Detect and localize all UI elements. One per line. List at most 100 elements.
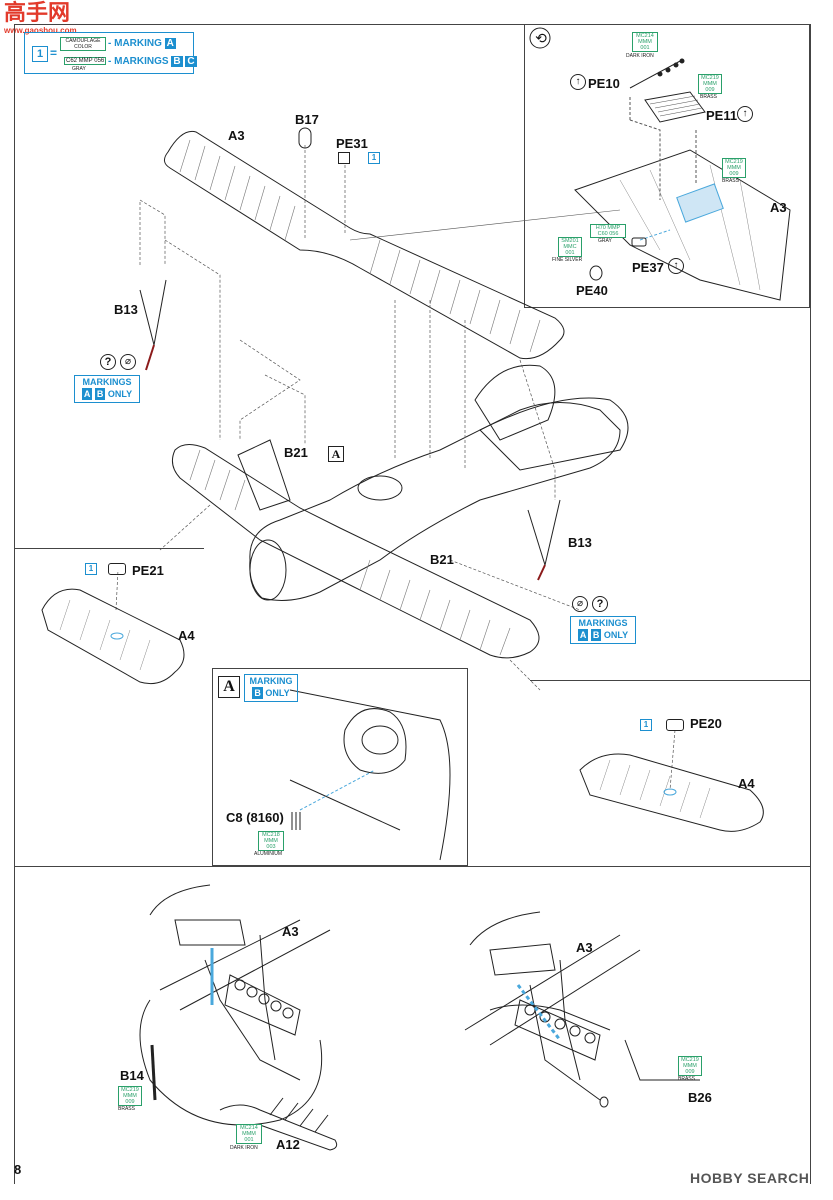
paint-brass-wing: MC219 MMM 009 xyxy=(722,158,746,178)
paint-name: FINE SILVER xyxy=(552,257,583,263)
pe20-part-icon xyxy=(666,719,684,731)
inset-frame-top-right xyxy=(524,24,810,308)
label-pe20: PE20 xyxy=(690,716,722,731)
detail-left-wing-edge xyxy=(149,884,211,916)
divider-bottom xyxy=(14,866,811,867)
legend-box xyxy=(24,32,194,74)
label-a3-bottom-right: A3 xyxy=(576,940,593,955)
legend-row2-text: - MARKINGS xyxy=(108,56,169,67)
label-a3-inset: A3 xyxy=(770,200,787,215)
label-b13-right: B13 xyxy=(568,535,592,550)
paint-dark-iron-top: MC214 MMM 001 xyxy=(632,32,658,52)
paint-name: GRAY xyxy=(598,238,612,244)
pe11-arrow-icon: ↑ xyxy=(737,106,753,122)
question-icon: ? xyxy=(592,596,608,612)
markings-only-left-letters: A B ONLY xyxy=(75,388,139,400)
outer-frame-right xyxy=(810,24,811,1184)
cabane-strut-b21 xyxy=(237,439,291,511)
marking-box-a: A xyxy=(328,446,344,462)
paint-brass-pe10: MC219 MMM 009 xyxy=(698,74,722,94)
legend-marking-bc-text: - MARKINGS B C xyxy=(108,56,197,67)
paint-code: MMM xyxy=(703,81,717,87)
paint-code: MMM xyxy=(123,1093,137,1099)
paint-name: BRASS xyxy=(700,94,717,100)
paint-code-row: H70 MMP xyxy=(591,225,625,231)
legend-row2-letter-b: B xyxy=(171,56,183,67)
label-b21-right: B21 xyxy=(430,552,454,567)
paint-code: SM201 xyxy=(561,238,579,244)
lower-wing-outline xyxy=(171,444,540,659)
legend-marking-a-text: - MARKING A xyxy=(108,38,176,49)
watermark-url: www.gaoshou.com xyxy=(4,26,77,35)
marking-b-only-title: MARKING xyxy=(249,676,293,686)
legend-row1-text: - MARKING xyxy=(108,38,162,49)
outer-frame-top xyxy=(14,24,811,25)
tailplane xyxy=(479,397,629,471)
paint-code: MC214 xyxy=(240,1125,258,1131)
legend-ref-number: 1 xyxy=(32,46,48,62)
paint-code: MMM xyxy=(683,1063,697,1069)
label-b13-left: B13 xyxy=(114,302,138,317)
engine-cowl xyxy=(249,539,287,601)
legend-equals: = xyxy=(50,46,58,60)
marking-b-only-suffix: ONLY xyxy=(265,688,290,698)
paint-code: 001 xyxy=(640,45,650,51)
paint-name: DARK IRON xyxy=(626,53,654,59)
ref-pe31: 1 xyxy=(368,152,380,164)
paint-code: 001 xyxy=(244,1137,254,1143)
ref-pe21: 1 xyxy=(85,563,97,575)
paint-code: MMM xyxy=(727,165,741,171)
label-pe10: PE10 xyxy=(588,76,620,91)
aileron-a4-right xyxy=(579,753,764,832)
divider-mid-right xyxy=(530,680,811,681)
page-number: 8 xyxy=(14,1162,22,1177)
paint-code: 003 xyxy=(266,844,276,850)
marking-b-only: MARKING B ONLY xyxy=(244,674,298,702)
cockpit-opening xyxy=(357,475,403,501)
label-b21-left: B21 xyxy=(284,445,308,460)
cockpit-rim xyxy=(343,708,407,774)
marking-b-only-letters: B ONLY xyxy=(245,687,297,699)
legend-row1-letter: A xyxy=(164,38,176,49)
cockpit-fuselage xyxy=(289,689,451,861)
paint-code: 009 xyxy=(729,171,739,177)
pe31-part-icon xyxy=(338,152,350,164)
paint-code: MC214 xyxy=(636,33,654,39)
paint-code: MC219 xyxy=(725,159,743,165)
upper-wing-outline xyxy=(164,130,565,360)
label-pe11: PE11 xyxy=(706,108,738,123)
paint-code: MC219 xyxy=(701,75,719,81)
paint-prefix: C60 xyxy=(597,231,608,237)
markings-only-right-letters: A B ONLY xyxy=(571,629,635,641)
pe21-part-icon xyxy=(108,563,126,575)
markings-only-left: MARKINGS A B ONLY xyxy=(74,375,140,403)
paint-code: MMM xyxy=(264,838,278,844)
detail-right-wing-edge xyxy=(469,911,541,946)
fuselage-outline xyxy=(249,402,621,601)
rotate-icon: ⟲ xyxy=(535,30,547,46)
paint-code: MMM xyxy=(638,39,652,45)
paint-fine-silver: SM201 MMC 001 xyxy=(558,237,582,257)
markings-only-right-suffix: ONLY xyxy=(603,630,629,640)
paint-name: BRASS xyxy=(118,1106,135,1112)
label-a12: A12 xyxy=(276,1137,300,1152)
markings-only-left-title: MARKINGS xyxy=(82,377,132,387)
paint-name: BRASS xyxy=(722,178,739,184)
paint-brass-b26: MC219 MMM 009 xyxy=(678,1056,702,1076)
legend-row2-gray: GRAY xyxy=(72,66,86,72)
label-pe21: PE21 xyxy=(132,563,164,578)
label-a3-top: A3 xyxy=(228,128,245,143)
label-pe37: PE37 xyxy=(632,260,664,275)
paint-code: MMM xyxy=(242,1131,256,1137)
markings-only-left-a: A xyxy=(81,388,93,400)
outer-frame-left xyxy=(14,24,15,1184)
markings-only-left-suffix: ONLY xyxy=(107,389,133,399)
inset-frame-cockpit xyxy=(212,668,468,866)
legend-camo-label: CAMOUFLAGE COLOR xyxy=(60,37,106,51)
paint-code: 009 xyxy=(125,1099,135,1105)
label-pe40: PE40 xyxy=(576,283,608,298)
paint-code: MC218 xyxy=(262,832,280,838)
paint-code: H70 xyxy=(595,225,606,231)
label-pe31: PE31 xyxy=(336,136,368,151)
